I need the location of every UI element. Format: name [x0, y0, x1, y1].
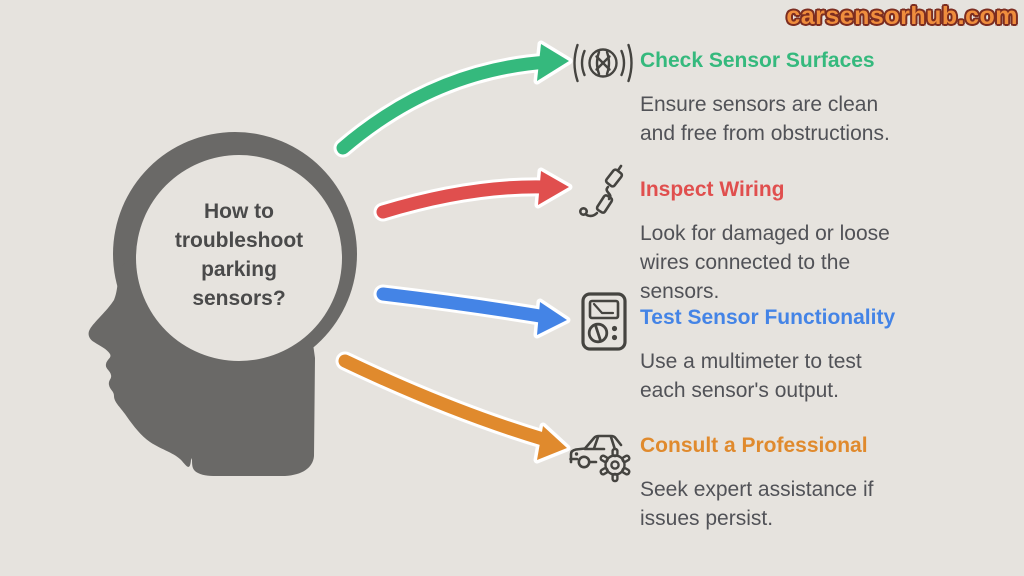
step-description: Seek expert assistance if issues persist… [640, 478, 874, 530]
step-description: Look for damaged or loose wires connecte… [640, 222, 890, 303]
arrow-check-sensor-surfaces [333, 40, 573, 158]
arrow-consult-a-professional [335, 351, 571, 464]
step-title: Test Sensor Functionality [640, 306, 896, 329]
step-check-sensor-surfaces: Check Sensor Surfaces Ensure sensors are… [640, 48, 940, 148]
wiring-icon [579, 164, 624, 218]
parking-sensor-icon [573, 43, 633, 83]
arrow-inspect-wiring [373, 167, 573, 222]
head-inner-circle [136, 155, 342, 361]
step-description: Ensure sensors are clean and free from o… [640, 93, 890, 145]
step-inspect-wiring: Inspect Wiring Look for damaged or loose… [640, 177, 940, 306]
step-consult-a-professional: Consult a Professional Seek expert assis… [640, 433, 940, 533]
step-title: Check Sensor Surfaces [640, 49, 875, 72]
step-title: Consult a Professional [640, 434, 868, 457]
head-silhouette [88, 132, 357, 476]
car-gear-icon [569, 434, 632, 483]
central-question: How to troubleshoot parking sensors? [174, 200, 304, 310]
step-description: Use a multimeter to test each sensor's o… [640, 350, 862, 402]
arrow-test-sensor-functionality [373, 284, 571, 339]
gear-glyph [598, 447, 632, 483]
watermark-site-url: carsensorhub.com [786, 2, 1018, 30]
step-test-sensor-functionality: Test Sensor Functionality Use a multimet… [640, 305, 940, 405]
multimeter-icon [581, 292, 627, 351]
step-title: Inspect Wiring [640, 178, 785, 201]
